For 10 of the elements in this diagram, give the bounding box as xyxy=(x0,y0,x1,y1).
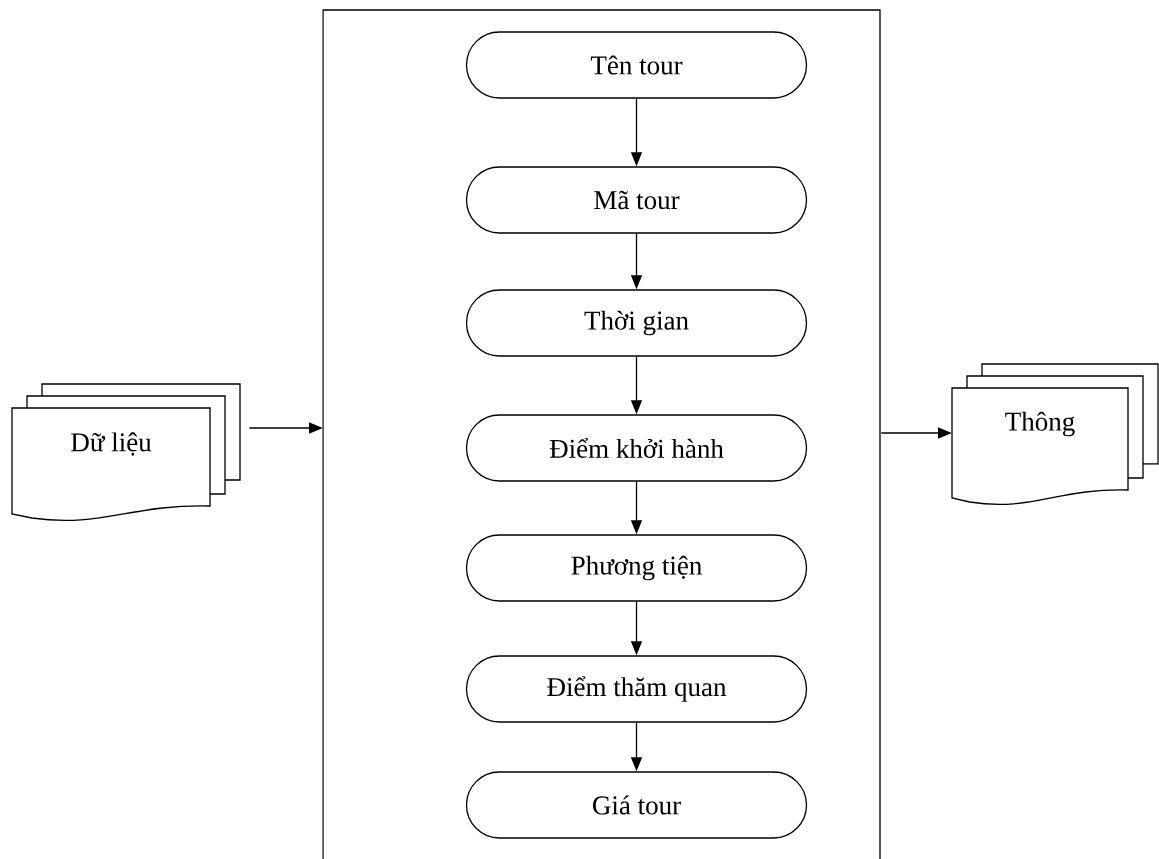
terminal-box: Tên tour xyxy=(465,31,808,99)
terminal-box: Điểm khởi hành xyxy=(465,414,808,482)
terminal-box: Điểm thăm quan xyxy=(465,655,808,723)
terminal-box: Thời gian xyxy=(465,289,808,357)
document-stack: Thông xyxy=(951,363,1159,506)
terminal-box: Mã tour xyxy=(465,166,808,234)
process-frame xyxy=(322,9,881,859)
terminal-box: Phương tiện xyxy=(465,534,808,602)
document-stack: Dữ liệu xyxy=(11,383,241,522)
terminal-box: Giá tour xyxy=(465,771,808,839)
